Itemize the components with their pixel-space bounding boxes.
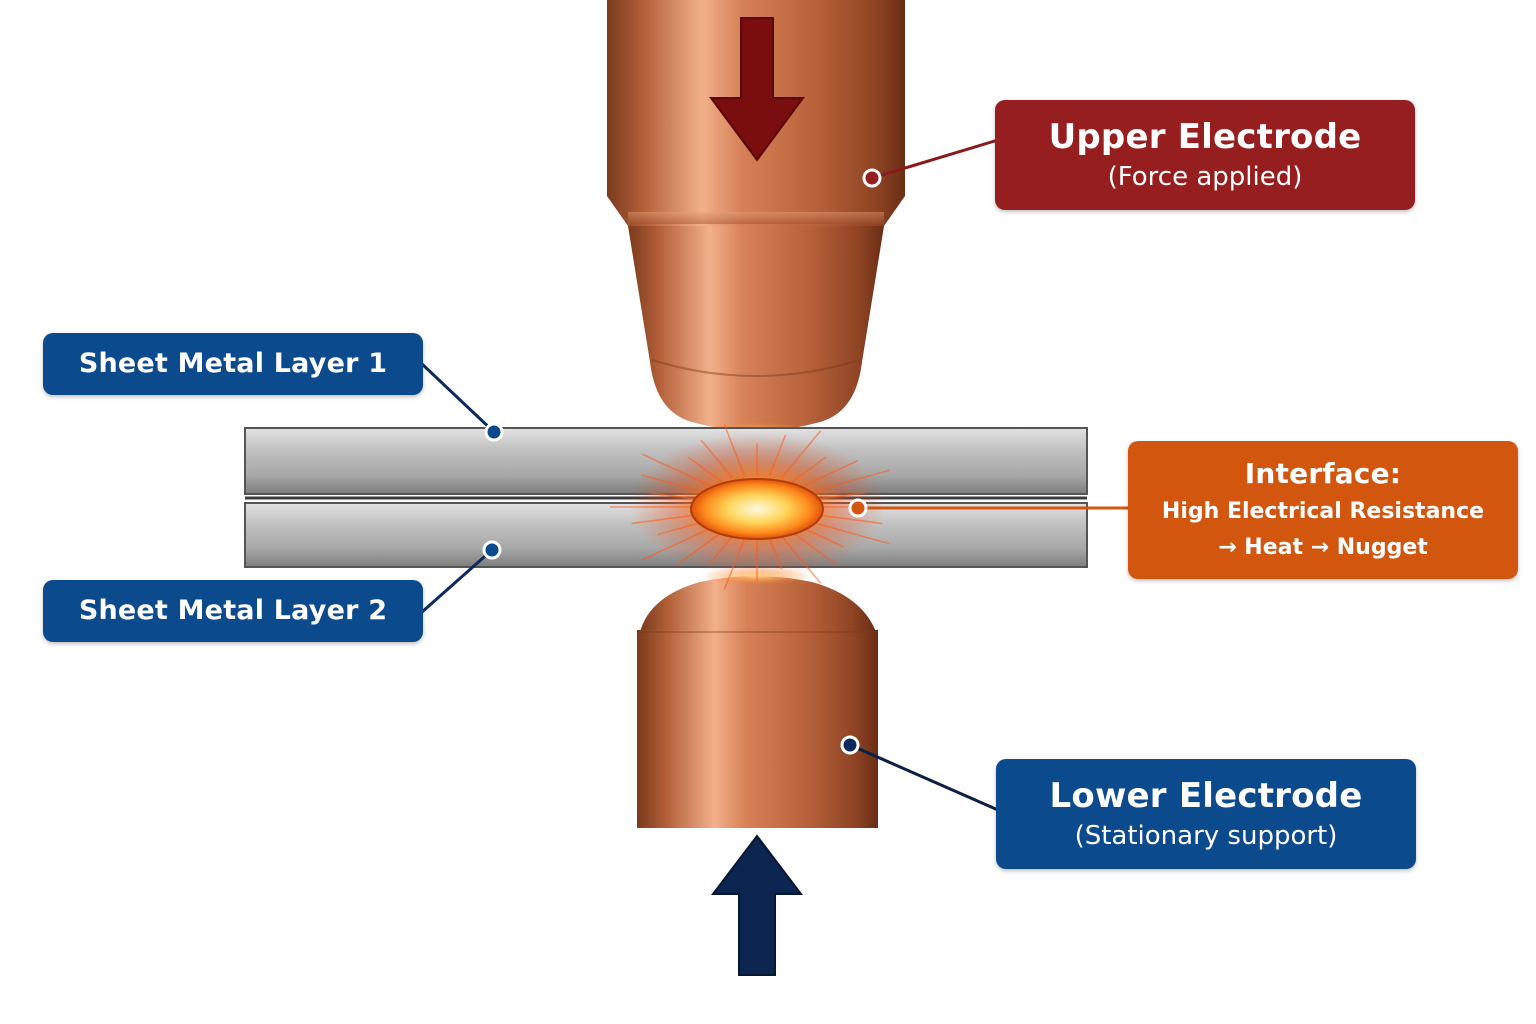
lower-electrode-leader: [840, 735, 999, 812]
lower-electrode-body: [637, 630, 878, 828]
heat-rays: [610, 424, 890, 590]
lower-electrode-cap: [640, 576, 876, 632]
heat-ray: [768, 434, 787, 477]
sheet-layer-1-anchor-dot: [484, 422, 504, 442]
heat-ray: [676, 531, 723, 566]
lower-electrode: [637, 567, 878, 828]
force-arrow-down-icon: [709, 17, 805, 162]
heat-ray: [640, 474, 707, 494]
upper-electrode-cap: [628, 226, 884, 431]
heat-ray: [811, 513, 883, 525]
lower-electrode-label: Lower Electrode (Stationary support): [996, 759, 1416, 869]
heat-ray: [641, 526, 714, 561]
upper-electrode-title: Upper Electrode: [1048, 117, 1362, 157]
heat-ray: [807, 469, 890, 494]
sheet-layer-2-leader: [421, 540, 502, 614]
heat-ray: [780, 535, 822, 584]
heat-ray: [791, 456, 827, 483]
interface-title: Interface:: [1244, 457, 1402, 490]
upper-electrode-leader: [862, 138, 999, 188]
sheet-metal-layer-1-title: Sheet Metal Layer 1: [78, 348, 388, 379]
upper-electrode-anchor-dot: [862, 168, 882, 188]
lower-electrode-subtitle: (Stationary support): [1074, 821, 1338, 851]
heat-ray: [700, 439, 734, 479]
heat-ray: [800, 526, 844, 548]
sheet-layer-1-leader: [420, 362, 504, 442]
upper-electrode-subtitle: (Force applied): [1107, 162, 1303, 192]
sheet-metal-layer-2-label: Sheet Metal Layer 2: [43, 580, 423, 642]
interface-leader: [848, 498, 1130, 518]
interface-line-1: High Electrical Resistance: [1161, 499, 1485, 524]
heat-ray: [800, 459, 858, 488]
heat-ray: [807, 520, 890, 545]
heat-ray: [687, 456, 723, 483]
lower-electrode-title: Lower Electrode: [1049, 776, 1363, 816]
interface-label: Interface: High Electrical Resistance → …: [1128, 441, 1518, 579]
sheet-metal-layer-2-title: Sheet Metal Layer 2: [78, 595, 388, 626]
interface-anchor-dot: [848, 498, 868, 518]
interface-line-2: → Heat → Nugget: [1218, 535, 1428, 560]
heat-ray: [780, 430, 822, 479]
weld-nugget: [690, 478, 824, 540]
heat-ray: [791, 531, 838, 566]
sheet-layer-2-anchor-dot: [482, 540, 502, 560]
heat-ray: [768, 537, 783, 570]
upper-electrode-label: Upper Electrode (Force applied): [995, 100, 1415, 210]
heat-ray: [723, 537, 746, 590]
heat-ray: [631, 513, 703, 525]
lower-electrode-anchor-dot: [840, 735, 860, 755]
heat-ray: [723, 424, 746, 477]
sheet-metal-layer-1-label: Sheet Metal Layer 1: [43, 333, 423, 395]
heat-ray: [641, 453, 714, 488]
force-arrow-up-icon: [710, 834, 804, 976]
heat-ray: [708, 535, 734, 565]
